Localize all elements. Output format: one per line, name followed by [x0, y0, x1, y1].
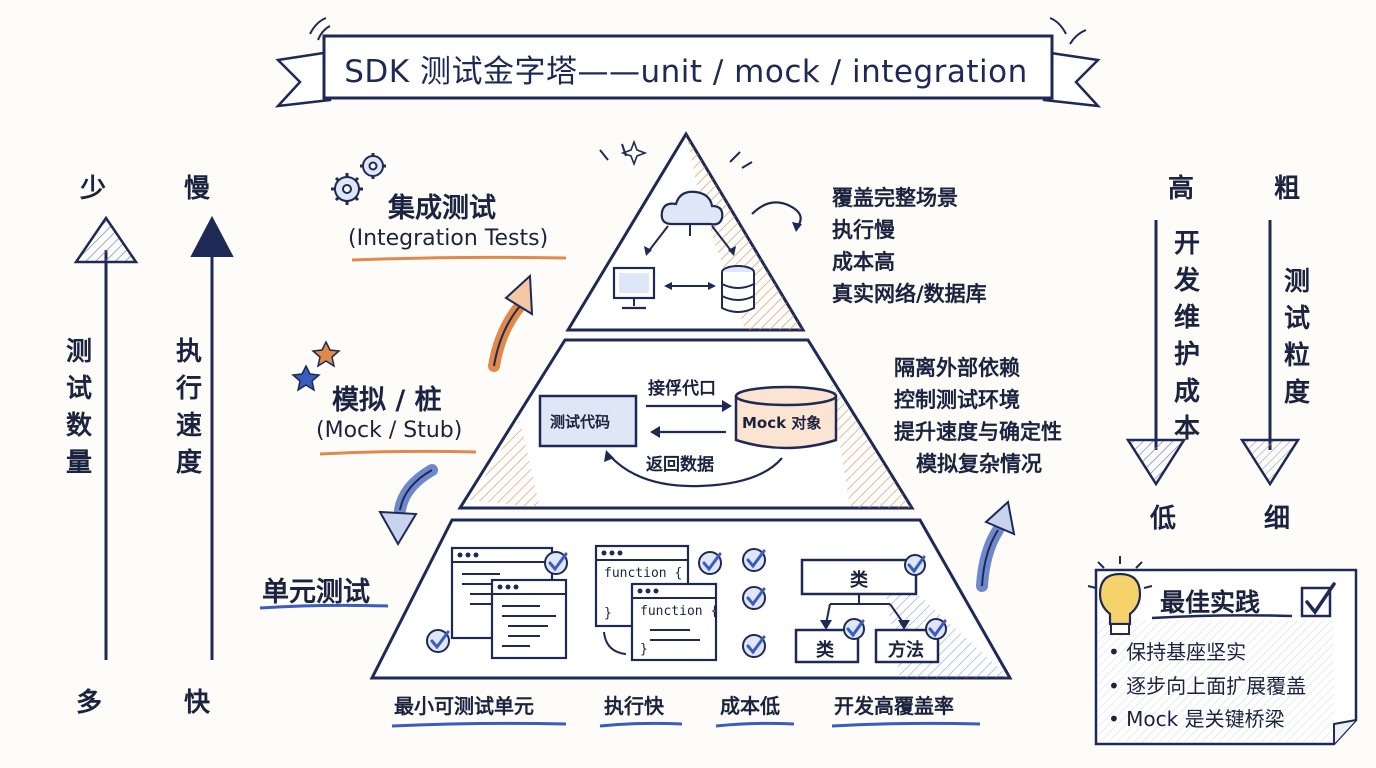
cost-axis-bottom: 低 [1150, 504, 1177, 534]
code-line-2: function { [640, 604, 719, 619]
mock-note-3: 提升速度与确定性 [894, 420, 1062, 444]
best-practice-item-2: • 逐步向上面扩展覆盖 [1108, 674, 1307, 698]
class-box [800, 558, 918, 596]
return-label: 返回数据 [646, 455, 714, 475]
check-marks [430, 549, 947, 655]
best-practices-card [1094, 568, 1358, 746]
integration-subtitle: (Integration Tests) [348, 226, 549, 251]
granularity-axis-arrow [1239, 220, 1301, 487]
integration-note-4: 真实网络/数据库 [832, 282, 987, 306]
title-banner [274, 17, 1102, 108]
bottom-label-3: 成本低 [720, 694, 780, 718]
count-axis-arrow [73, 215, 139, 660]
mock-note-2: 控制测试环境 [894, 388, 1020, 412]
cost-axis-label: 开发维护成本 [1173, 229, 1200, 444]
small-link-arrow [603, 631, 627, 655]
arrows-cloud [644, 225, 736, 290]
up-arrow-right [976, 500, 1016, 592]
count-axis-top: 少 [80, 174, 107, 204]
checkbox-icon [1300, 582, 1336, 618]
code-line-1: function { [604, 566, 683, 581]
test-code-box [538, 394, 638, 448]
speed-axis-bottom: 快 [184, 688, 211, 718]
bottom-label-underlines [391, 721, 981, 728]
curl-arrow-top [751, 201, 802, 227]
count-axis-label: 测试数量 [65, 337, 92, 478]
code-window-4 [630, 582, 718, 662]
pyramid-middle-layer [457, 338, 915, 510]
granularity-axis-bottom: 细 [1264, 504, 1291, 534]
mock-object-cylinder [734, 385, 838, 450]
mock-title: 模拟 / 桩 [332, 385, 442, 416]
underline-unit [259, 603, 389, 610]
code-close-1: } [604, 606, 612, 621]
monitor-icon [612, 266, 656, 310]
speed-axis-label: 执行速度 [175, 337, 202, 478]
mock-subtitle: (Mock / Stub) [316, 418, 463, 443]
bottom-label-2: 执行快 [604, 694, 664, 718]
cost-axis-top: 高 [1168, 174, 1195, 204]
integration-title: 集成测试 [388, 193, 496, 224]
down-arrow-to-unit [378, 464, 438, 546]
test-code-label: 测试代码 [550, 413, 611, 431]
pyramid-top-layer [565, 131, 806, 332]
integration-note-1: 覆盖完整场景 [832, 186, 958, 210]
unit-title: 单元测试 [262, 577, 370, 608]
call-label: 接俘代口 [648, 379, 716, 399]
method-label: 方法 [888, 640, 924, 661]
best-practice-item-1: • 保持基座坚实 [1108, 640, 1247, 664]
integration-note-2: 执行慢 [832, 218, 895, 242]
database-icon [721, 265, 755, 313]
code-close-2: } [640, 642, 648, 657]
lightbulb-icon [1087, 556, 1153, 635]
cost-axis-arrow [1125, 220, 1187, 487]
page-title: SDK 测试金字塔——unit / mock / integration [344, 54, 1028, 90]
check-icons [426, 548, 947, 658]
mock-note-4: 模拟复杂情况 [916, 452, 1042, 476]
child-class-label: 类 [816, 640, 834, 661]
gear-icon [331, 153, 386, 205]
class-tree-lines [820, 594, 910, 630]
code-window-2 [490, 578, 568, 660]
star-icons [291, 340, 341, 392]
underline-integration [351, 255, 567, 262]
bottom-label-1: 最小可测试单元 [394, 694, 534, 718]
best-practice-item-3: • Mock 是关键桥梁 [1108, 707, 1285, 731]
integration-note-3: 成本高 [832, 250, 895, 274]
cloud-icon [660, 190, 724, 236]
granularity-axis-label: 测试粒度 [1283, 267, 1310, 408]
underline-mock [319, 449, 477, 456]
granularity-axis-top: 粗 [1274, 174, 1301, 204]
speed-axis-arrow [190, 215, 234, 660]
best-practices-title: 最佳实践 [1160, 588, 1261, 617]
call-return-arrows [604, 400, 783, 488]
up-arrow-to-integration [488, 273, 534, 372]
bottom-label-4: 开发高覆盖率 [834, 694, 954, 718]
speed-axis-top: 慢 [184, 174, 211, 204]
count-axis-bottom: 多 [76, 688, 103, 718]
class-label: 类 [850, 570, 868, 591]
mock-note-1: 隔离外部依赖 [894, 356, 1020, 380]
mock-object-label: Mock 对象 [742, 414, 822, 432]
